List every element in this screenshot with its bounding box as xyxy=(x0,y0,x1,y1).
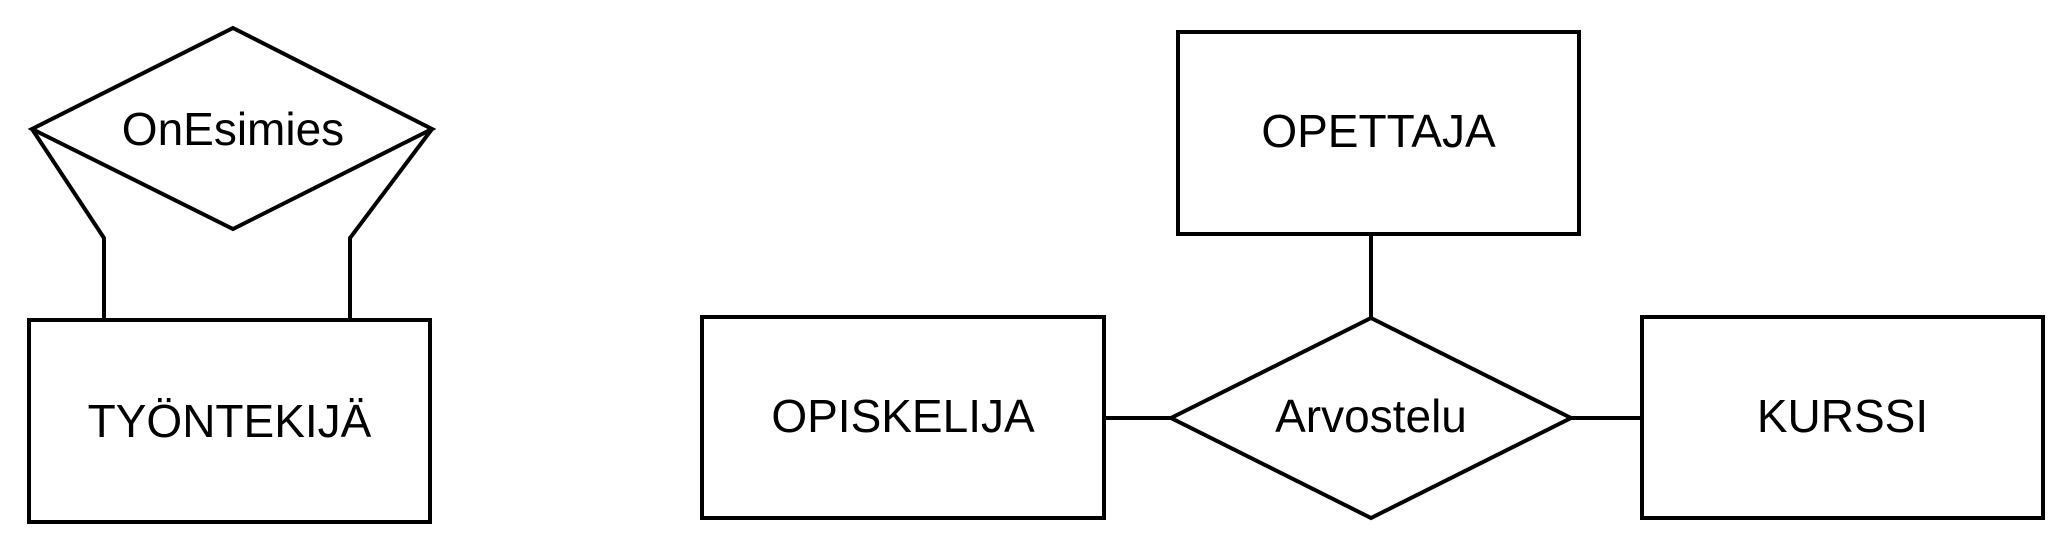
entity-tyontekija-box xyxy=(27,318,432,524)
connector-onesimies-right xyxy=(348,127,434,320)
entity-tyontekija[interactable]: TYÖNTEKIJÄ xyxy=(27,318,432,524)
entity-kurssi-box xyxy=(1640,315,2045,520)
relationship-onesimies-label: OnEsimies xyxy=(122,103,344,155)
entity-opiskelija[interactable]: OPISKELIJA xyxy=(700,315,1106,520)
relationship-arvostelu-label: Arvostelu xyxy=(1275,390,1467,442)
relationship-onesimies-diamond xyxy=(27,25,437,232)
relationship-onesimies[interactable]: OnEsimies xyxy=(27,25,437,232)
entity-opiskelija-box xyxy=(700,315,1106,520)
entity-tyontekija-label: TYÖNTEKIJÄ xyxy=(88,395,372,447)
entity-opettaja[interactable]: OPETTAJA xyxy=(1176,30,1581,236)
entity-kurssi-label: KURSSI xyxy=(1757,390,1928,442)
entity-opettaja-box xyxy=(1176,30,1581,236)
relationship-arvostelu[interactable]: Arvostelu xyxy=(1166,315,1576,521)
entity-opettaja-label: OPETTAJA xyxy=(1261,105,1496,157)
relationship-arvostelu-diamond xyxy=(1166,315,1576,521)
entity-opiskelija-label: OPISKELIJA xyxy=(771,390,1035,442)
connector-onesimies-left xyxy=(30,127,106,320)
entity-kurssi[interactable]: KURSSI xyxy=(1640,315,2045,520)
